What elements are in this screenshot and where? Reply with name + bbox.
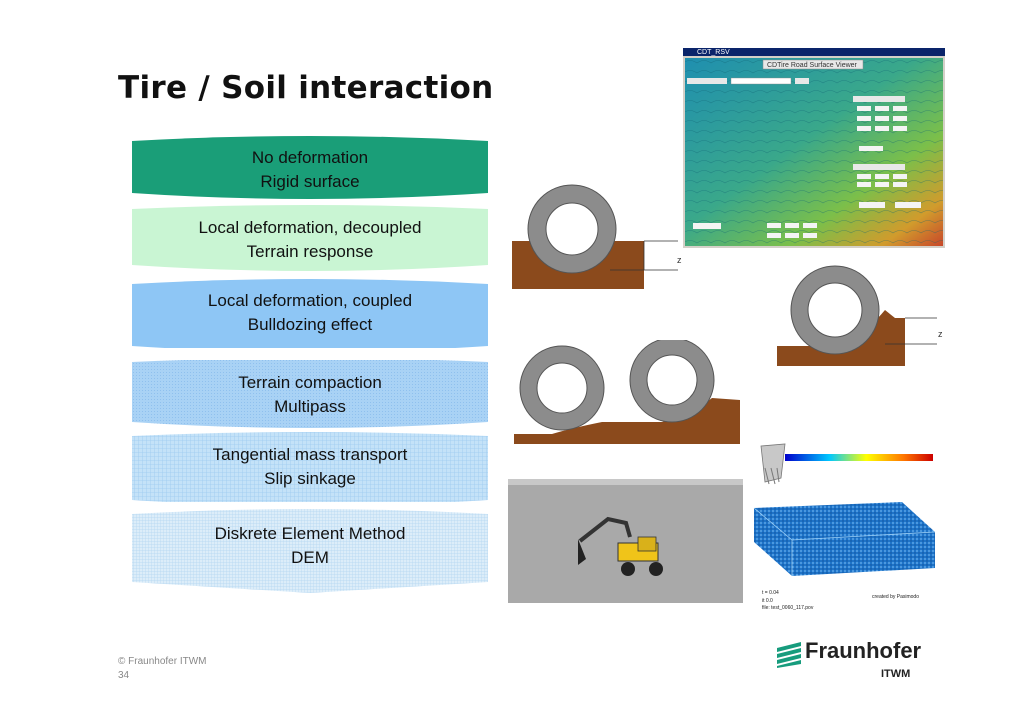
dem-time-label: t = 0.04 [762,590,779,596]
tire-rigid-step-diagram [510,183,680,293]
level-dem-line1: Diskrete Element Method [214,523,406,543]
fraunhofer-logo-sub: ITWM [881,668,911,680]
fraunhofer-logo: Fraunhofer ITWM [775,638,922,685]
dem-step-label: it 0.0 [762,598,773,604]
dem-file-label: file: test_0060_117.pov [762,605,814,611]
level-rigid-line2: Rigid surface [260,172,360,191]
level-mass-transport: Tangential mass transport Slip sinkage [130,432,490,502]
tire-multipass-diagram [512,337,744,450]
viewer-titlebar: CDT_RSV [697,49,730,56]
level-decoupled: Local deformation, decoupled Terrain res… [130,205,490,275]
fraunhofer-logo-name: Fraunhofer [805,638,922,663]
level-compaction-shape [132,360,488,428]
level-mass-transport-line2: Slip sinkage [264,469,356,488]
dem-credit: created by Pasimodo [872,594,919,600]
viewer-window-title: CDTire Road Surface Viewer [767,62,858,69]
level-coupled-shape [132,279,488,348]
footer: © Fraunhofer ITWM 34 [118,655,207,683]
road-surface-viewer-screenshot: CDT_RSV CDTire Road Surface Viewer [683,48,945,248]
footer-copyright: © Fraunhofer ITWM [118,656,207,667]
dem-particle-block [752,498,937,580]
dem-tool-colorbar [755,438,935,488]
footer-page-number: 34 [118,670,130,681]
level-coupled-line2: Bulldozing effect [247,315,373,334]
tire-bulldozing-diagram [775,258,940,368]
level-compaction: Terrain compaction Multipass [130,360,490,430]
level-dem: Diskrete Element Method DEM [130,508,490,593]
z-label-2: z [938,329,943,339]
excavator-simulation-screenshot [508,479,743,603]
level-decoupled-line2: Terrain response [246,242,374,261]
level-dem-line2: DEM [291,547,329,567]
level-mass-transport-shape [132,432,488,502]
level-mass-transport-line1: Tangential mass transport [212,445,408,464]
slide-title: Tire / Soil interaction [118,70,494,106]
level-coupled-line1: Local deformation, coupled [207,291,413,310]
level-rigid-shape [132,136,488,199]
level-compaction-line2: Multipass [274,397,346,416]
level-coupled: Local deformation, coupled Bulldozing ef… [130,278,490,348]
level-rigid: No deformation Rigid surface [130,135,490,205]
level-compaction-line1: Terrain compaction [238,373,382,392]
level-dem-shape [132,509,488,593]
level-decoupled-shape [132,205,488,271]
fraunhofer-logo-mark-icon [777,642,801,668]
level-decoupled-line1: Local deformation, decoupled [198,218,422,237]
z-label-1: z [677,255,682,265]
level-rigid-line1: No deformation [251,148,369,167]
